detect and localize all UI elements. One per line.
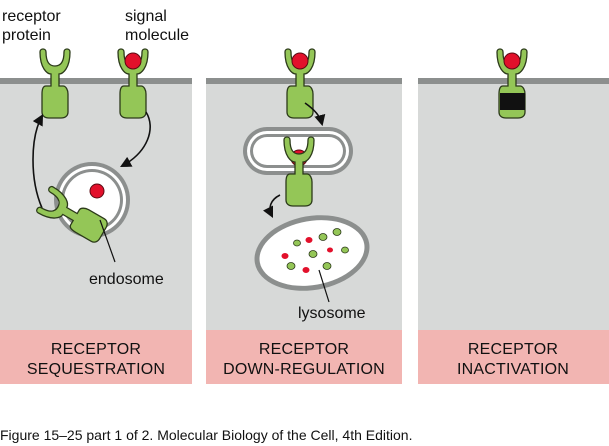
cytoplasm-area bbox=[418, 80, 609, 330]
panel-title-line2: SEQUESTRATION bbox=[27, 361, 165, 378]
receptor-protein-label-line2: protein bbox=[2, 27, 51, 44]
figure-caption: Figure 15–25 part 1 of 2. Molecular Biol… bbox=[0, 427, 412, 443]
panel-title-line1: RECEPTOR bbox=[259, 341, 349, 358]
panel-title-line1: RECEPTOR bbox=[468, 341, 558, 358]
panel-title-line1: RECEPTOR bbox=[51, 341, 141, 358]
arrow-icon bbox=[32, 114, 44, 209]
inhibitor-block-icon bbox=[500, 93, 525, 110]
lysosome-contents bbox=[281, 228, 349, 273]
endosome-label: endosome bbox=[89, 271, 164, 288]
lysosome-label: lysosome bbox=[298, 305, 366, 322]
signal-molecule-icon bbox=[503, 52, 521, 70]
signal-molecule-icon bbox=[89, 183, 105, 199]
signal-molecule-label-line2: molecule bbox=[125, 27, 189, 44]
panel-title-line2: DOWN-REGULATION bbox=[223, 361, 385, 378]
lysosome-pointer bbox=[318, 269, 330, 303]
panel-title-line2: INACTIVATION bbox=[457, 361, 569, 378]
receptor-protein-label-line1: receptor bbox=[2, 8, 61, 25]
panel-title-box bbox=[418, 330, 609, 384]
panel-sequestration bbox=[0, 78, 192, 384]
arrow-icon bbox=[304, 102, 326, 127]
signal-molecule-label-line1: signal bbox=[125, 8, 167, 25]
panel-inactivation bbox=[418, 78, 609, 384]
endosome-vesicle-icon bbox=[54, 162, 130, 238]
arrow-icon bbox=[262, 194, 281, 219]
plasma-membrane bbox=[0, 78, 192, 84]
signal-molecule-icon bbox=[291, 52, 309, 70]
panel-title-box bbox=[0, 330, 192, 384]
endosome-pointer bbox=[99, 219, 116, 263]
arrow-icon bbox=[120, 111, 151, 168]
panel-title-box bbox=[206, 330, 402, 384]
signal-molecule-icon bbox=[124, 52, 142, 70]
